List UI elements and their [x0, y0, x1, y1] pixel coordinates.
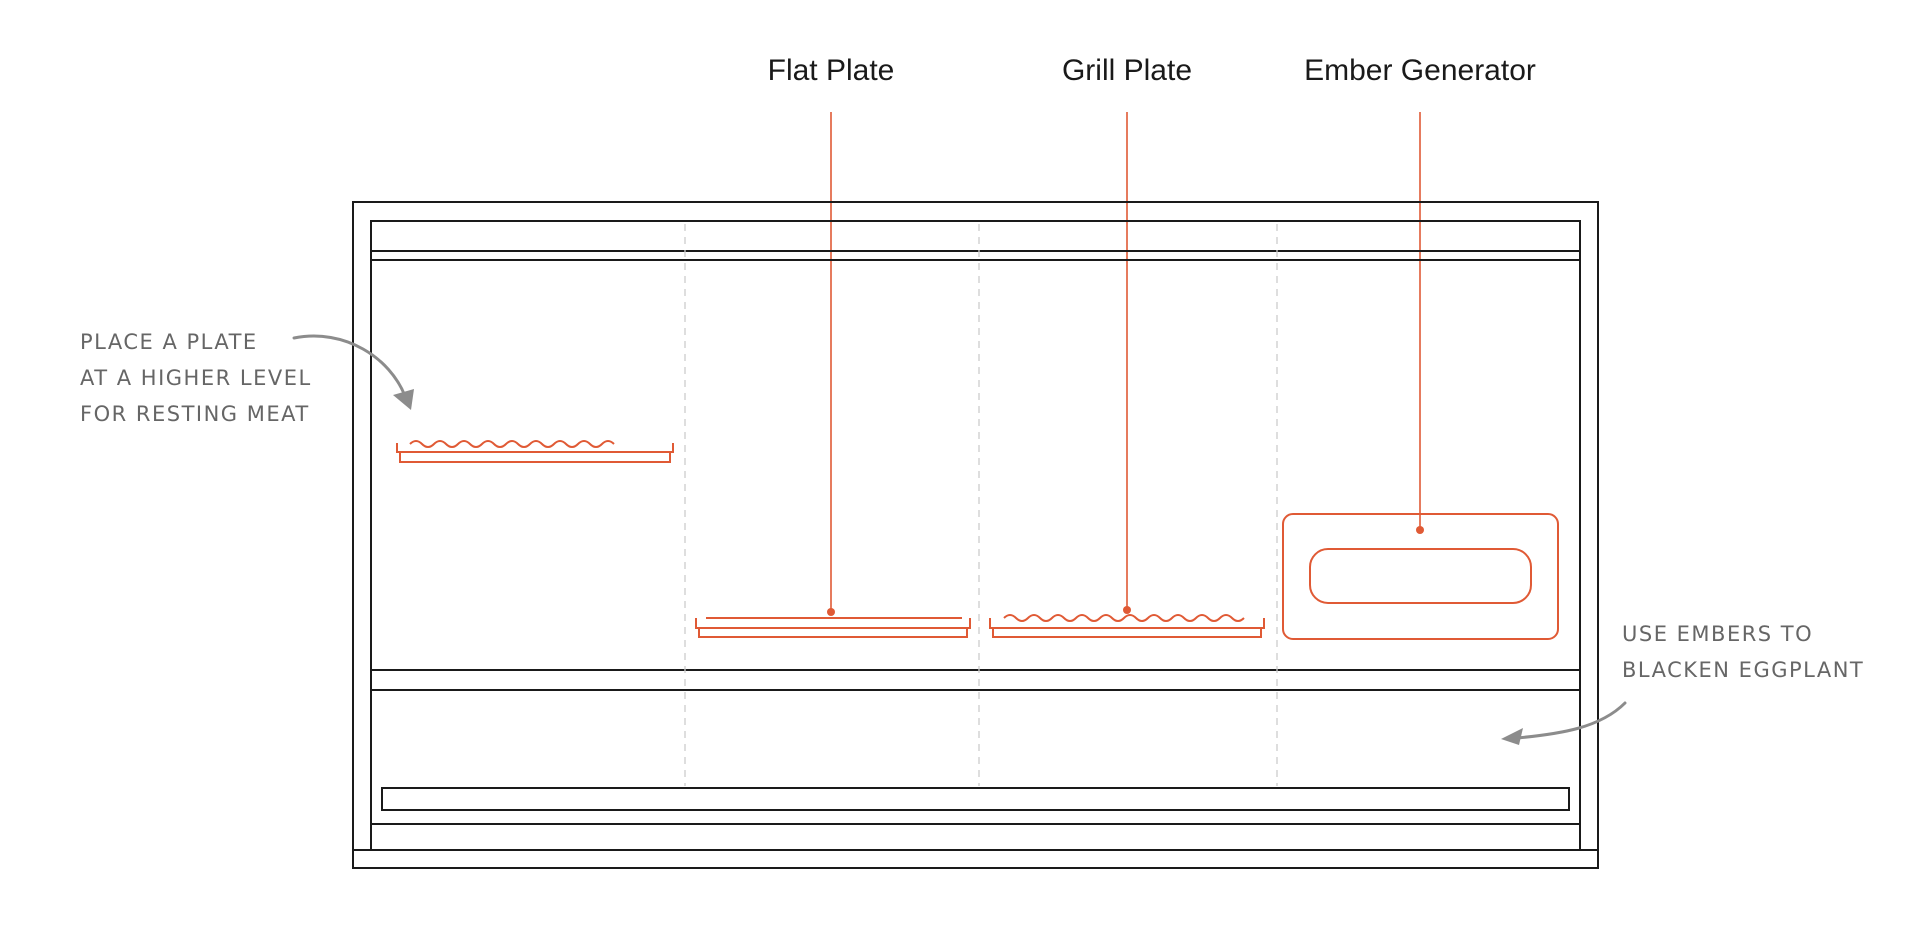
resting-note: PLACE A PLATE AT A HIGHER LEVEL FOR REST…: [80, 330, 414, 426]
ember-generator-housing: [1282, 513, 1559, 640]
eggplant-note-arrow: [1515, 701, 1627, 740]
ember-generator: [1282, 513, 1559, 640]
resting-plate-tray: [396, 443, 674, 453]
flat-plate: [695, 617, 971, 638]
ember-generator-label: Ember Generator: [1304, 54, 1536, 87]
resting-plate: [396, 440, 674, 463]
grill-plate: [989, 614, 1265, 638]
grill-outer-frame: [352, 201, 1599, 869]
grill-plate-base: [992, 627, 1262, 638]
eggplant-note: USE EMBERS TO BLACKEN EGGPLANT: [1501, 622, 1864, 745]
resting-plate-base: [399, 451, 671, 463]
eggplant-note-arrowhead: [1501, 728, 1523, 745]
section-guides: [684, 224, 1278, 786]
flat-plate-leader-dot: [827, 608, 835, 616]
flat-plate-tray: [695, 618, 971, 629]
flat-plate-base: [698, 627, 968, 638]
grill-plate-leader-dot: [1123, 606, 1131, 614]
flat-plate-label: Flat Plate: [768, 54, 895, 87]
grill-top-rail: [370, 220, 1581, 252]
eggplant-note-line-1: USE EMBERS TO: [1622, 622, 1813, 646]
eggplant-note-line-2: BLACKEN EGGPLANT: [1622, 658, 1864, 682]
ash-drawer: [381, 787, 1570, 811]
grill-plate-tray: [989, 618, 1265, 629]
ember-generator-window: [1309, 548, 1532, 604]
resting-plate-wave: [409, 440, 615, 448]
resting-note-line-2: AT A HIGHER LEVEL: [80, 366, 312, 390]
resting-note-arrow: [292, 334, 407, 398]
grill-body: [352, 201, 1599, 869]
ember-generator-leader-dot: [1416, 526, 1424, 534]
grill-plate-label: Grill Plate: [1062, 54, 1192, 87]
resting-note-line-3: FOR RESTING MEAT: [80, 402, 310, 426]
resting-note-arrowhead: [393, 389, 414, 410]
grill-plate-wave: [1003, 614, 1245, 622]
resting-note-line-1: PLACE A PLATE: [80, 330, 258, 354]
grill-middle-rail: [370, 669, 1581, 691]
